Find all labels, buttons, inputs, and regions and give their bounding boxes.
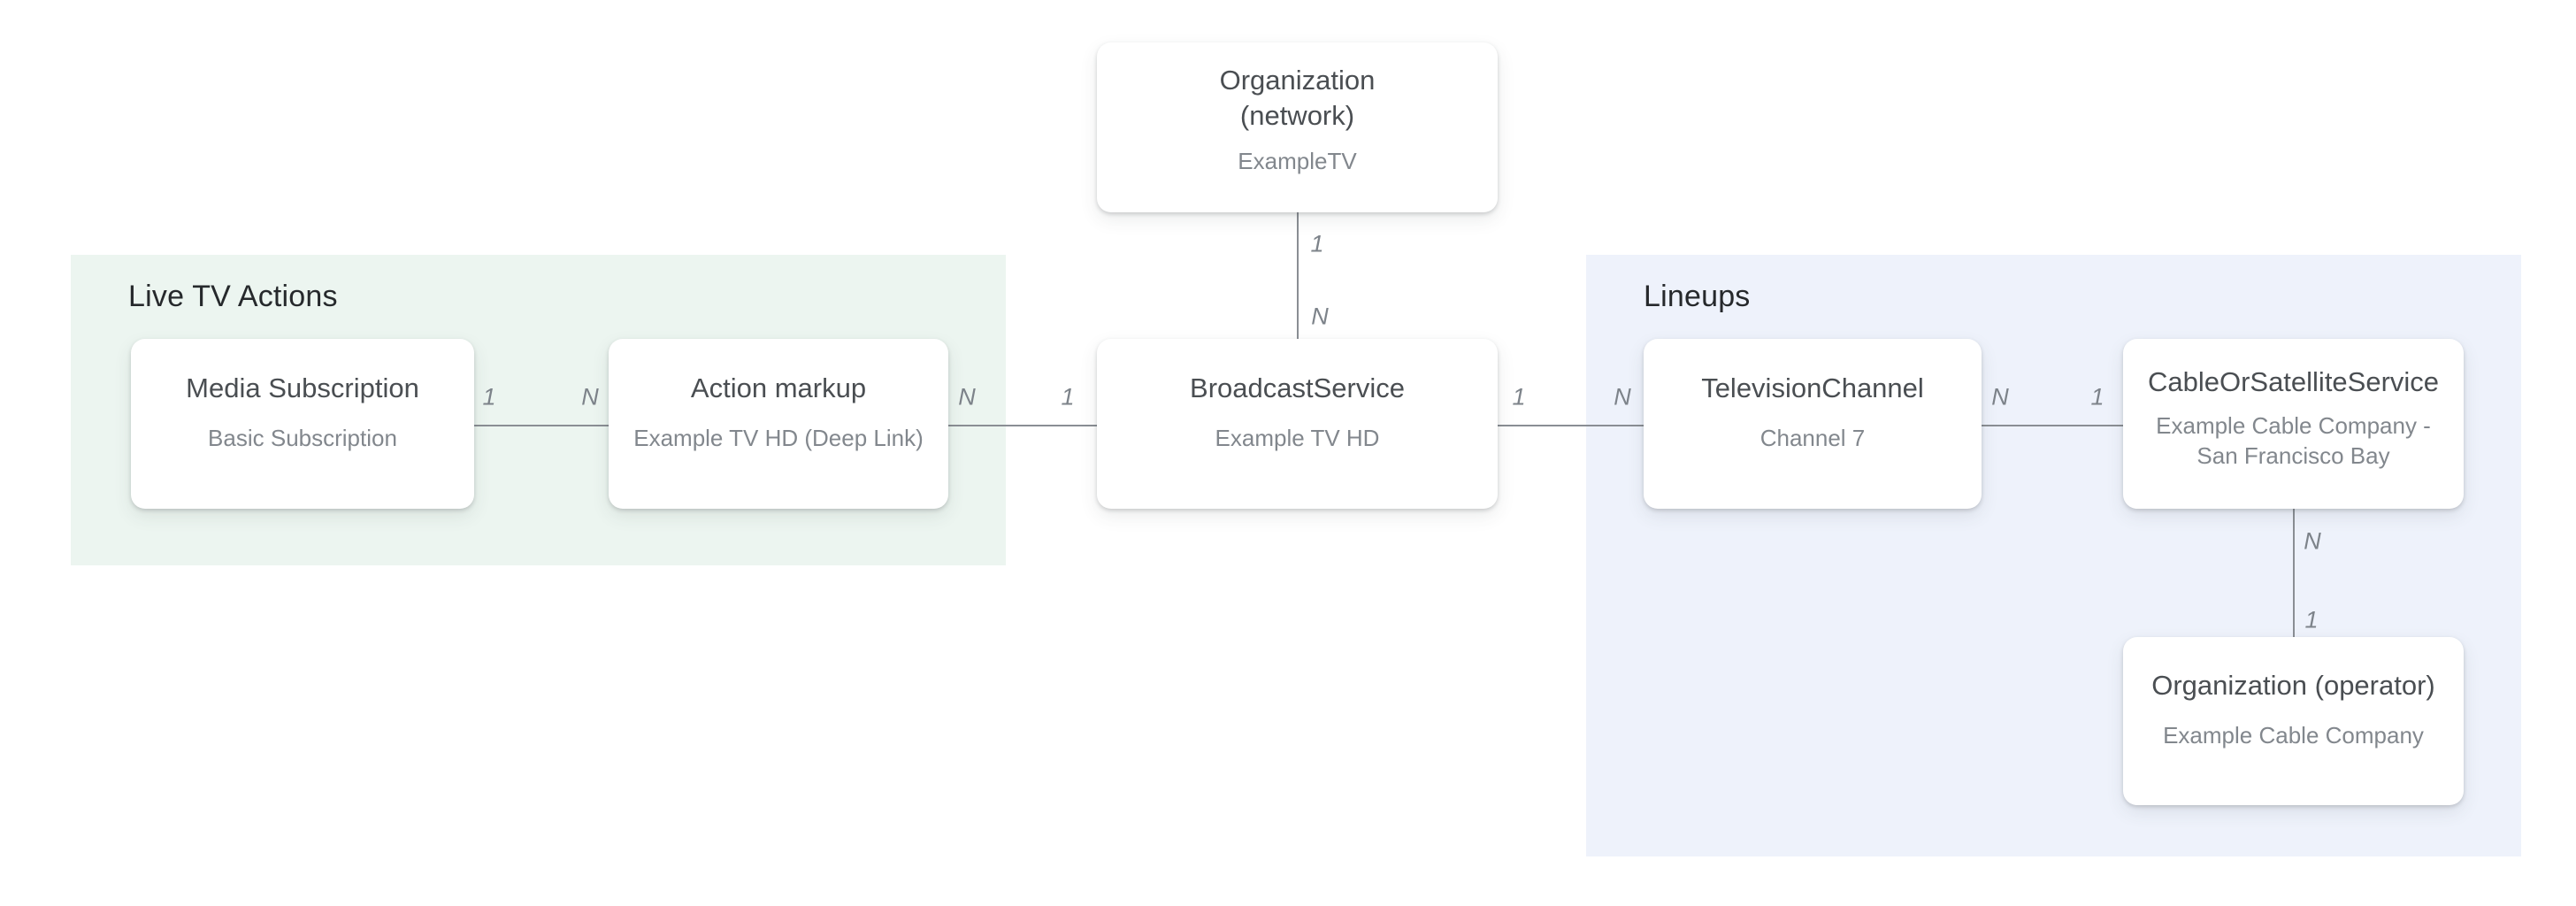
cardinality-label: 1 [482,383,496,411]
group-title-lineups: Lineups [1644,280,1751,313]
node-television-channel[interactable]: TelevisionChannel Channel 7 [1644,339,1982,509]
node-title: Organization (network) [1219,65,1376,131]
connector-organization-network-to-broadcast-service [1297,212,1299,339]
cardinality-label: 1 [2304,606,2319,633]
cardinality-label: N [581,383,599,411]
node-media-subscription[interactable]: Media Subscription Basic Subscription [131,339,474,509]
cardinality-label: N [2304,527,2321,555]
group-title-live-tv-actions: Live TV Actions [128,280,338,313]
cardinality-label: N [1311,303,1329,330]
cardinality-label: 1 [1512,383,1526,411]
node-title: Organization (operator) [2151,669,2435,701]
node-subtitle: Basic Subscription [208,424,397,451]
connector-action-markup-to-broadcast-service [948,425,1097,426]
node-title: TelevisionChannel [1701,372,1924,403]
node-organization-network[interactable]: Organization (network) ExampleTV [1097,42,1498,212]
cardinality-label: 1 [1310,230,1324,257]
node-title: CableOrSatelliteService [2147,366,2440,397]
connector-media-subscription-to-action-markup [474,425,609,426]
node-broadcast-service[interactable]: BroadcastService Example TV HD [1097,339,1498,509]
node-organization-operator[interactable]: Organization (operator) Example Cable Co… [2123,637,2464,805]
cardinality-label: N [958,383,976,411]
node-subtitle: Example Cable Company - San Francisco Ba… [2156,412,2431,469]
node-subtitle: Example Cable Company [2163,721,2424,749]
connector-television-channel-to-cable-or-satellite-service [1982,425,2123,426]
cardinality-label: N [1991,383,2009,411]
node-cable-or-satellite-service[interactable]: CableOrSatelliteService Example Cable Co… [2123,339,2464,509]
node-subtitle: Channel 7 [1760,424,1866,451]
node-title: BroadcastService [1190,372,1405,403]
node-title: Media Subscription [186,372,419,403]
cardinality-label: N [1614,383,1631,411]
connector-broadcast-service-to-television-channel [1498,425,1644,426]
cardinality-label: 1 [1061,383,1075,411]
node-action-markup[interactable]: Action markup Example TV HD (Deep Link) [609,339,948,509]
connector-cable-or-satellite-service-to-organization-operator [2293,509,2295,637]
node-title: Action markup [690,372,867,403]
node-subtitle: Example TV HD (Deep Link) [633,424,924,451]
node-subtitle: ExampleTV [1238,148,1357,174]
node-subtitle: Example TV HD [1215,424,1380,451]
cardinality-label: 1 [2090,383,2104,411]
